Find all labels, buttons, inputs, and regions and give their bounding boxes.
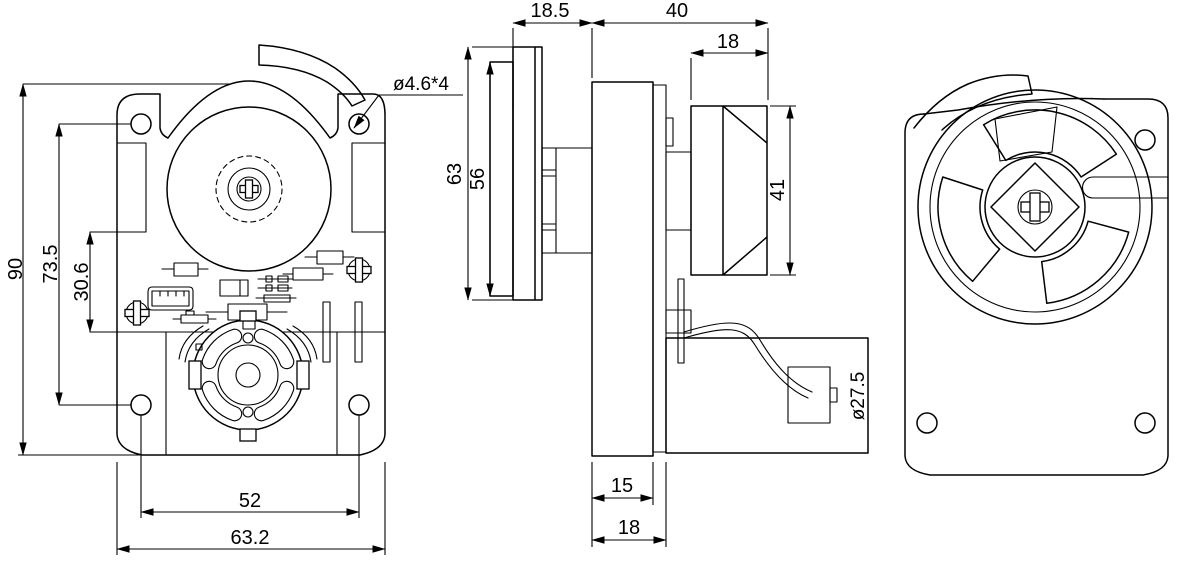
front-dimensions: 90 73.5 30.6 52 63.2 ø4.6*4 xyxy=(5,74,463,555)
side-dimensions: 18.5 40 18 63 56 41 15 18 xyxy=(444,0,796,547)
dim-label-gear-section: 40 xyxy=(666,0,688,22)
fan-wheel-side xyxy=(489,61,514,297)
motor-shaft-circle xyxy=(235,362,261,388)
rear-screw-slot-v xyxy=(1029,192,1041,222)
motor-vent-hole-top xyxy=(242,332,254,344)
motor-inner-circle xyxy=(217,344,279,406)
rear-outlet-slot xyxy=(1082,176,1169,199)
dim-label-fan-depth: 18.5 xyxy=(531,0,570,22)
dim-label-gearbox-overall: 18 xyxy=(618,517,640,539)
rear-view xyxy=(904,74,1169,476)
side-extension-lines xyxy=(472,28,796,547)
mount-hole-top-right xyxy=(348,113,370,135)
motor-body-side xyxy=(665,337,869,454)
rear-blade-window xyxy=(994,106,1058,162)
mount-hole-top-left xyxy=(130,113,152,135)
motor-wires-front xyxy=(178,325,318,363)
motor-brush-right xyxy=(296,360,310,390)
front-flange-seams xyxy=(89,142,386,455)
screw-left xyxy=(124,300,150,326)
fan-wheel-circle xyxy=(166,106,332,272)
dim-label-pcb-section: 30.6 xyxy=(71,263,93,302)
rear-hole-bottom-right xyxy=(1134,412,1156,434)
output-gear-side xyxy=(690,105,768,276)
side-view: ø27.5 18.5 40 18 63 56 41 15 18 xyxy=(444,0,869,547)
dim-label-gear-hub: 18 xyxy=(717,31,739,53)
jumper-components xyxy=(255,275,297,303)
screw-right xyxy=(346,257,372,283)
mount-hole-bottom-right xyxy=(348,394,370,416)
pcb-components xyxy=(124,250,372,363)
dim-label-gear-height: 41 xyxy=(767,179,789,201)
fan-hub-outer-circle xyxy=(215,155,283,223)
motor-brush-left xyxy=(188,360,202,390)
rear-hub-diamond xyxy=(990,162,1080,252)
dim-label-hole-callout: ø4.6*4 xyxy=(393,74,449,95)
fan-hub-block xyxy=(541,147,593,254)
motor-wires-side xyxy=(683,322,813,399)
motor-endcap-side xyxy=(787,366,831,424)
rear-screw-circle xyxy=(1017,189,1053,225)
terminal-pin-right xyxy=(354,301,363,363)
gearbox-cover-plate xyxy=(652,84,667,453)
gearbox-bosses xyxy=(665,117,692,364)
rear-scroll-tab xyxy=(913,74,1033,131)
front-view: 90 73.5 30.6 52 63.2 ø4.6*4 xyxy=(5,44,463,555)
resistor-top xyxy=(304,250,355,265)
motor-can-circle xyxy=(192,319,304,431)
fan-plate-side xyxy=(512,46,543,301)
motor-tab-bottom xyxy=(239,428,257,442)
dim-label-hole-pitch-v: 73.5 xyxy=(40,245,62,284)
gearbox-side xyxy=(591,81,654,457)
dim-label-housing-height: 63 xyxy=(444,163,466,185)
dim-label-overall-height: 90 xyxy=(5,258,27,280)
rear-hole-bottom-left xyxy=(916,412,938,434)
dim-label-overall-width: 63.2 xyxy=(231,527,270,549)
connector-block xyxy=(147,286,194,311)
rear-body-top-edge xyxy=(923,97,1105,115)
hole-callout-leader xyxy=(353,94,380,129)
fan-shaft-circle xyxy=(236,176,262,202)
dim-label-hole-pitch-h: 52 xyxy=(239,490,261,512)
dc-motor-front xyxy=(178,310,318,442)
rear-wheel-rim-inner xyxy=(929,101,1141,313)
mount-hole-bottom-left xyxy=(130,394,152,416)
motor-tab-top xyxy=(239,310,257,322)
fan-screw-slot-v xyxy=(244,179,254,199)
dc-motor-side: ø27.5 xyxy=(665,322,869,454)
front-body-outline xyxy=(116,80,386,456)
rear-wheel-cutouts xyxy=(937,109,1130,305)
terminal-pin-left xyxy=(322,301,331,363)
component-above-motor xyxy=(205,303,288,330)
motor-vent-hole-bottom xyxy=(242,406,254,418)
front-scroll-tab xyxy=(258,44,366,107)
rear-body-outline xyxy=(904,98,1169,476)
capacitor xyxy=(219,279,249,297)
dim-label-fan-height: 56 xyxy=(467,168,489,190)
resistor-mid xyxy=(282,267,334,281)
dim-label-motor-diameter: ø27.5 xyxy=(848,372,869,421)
resistor-left xyxy=(161,262,209,277)
dim-label-gearbox-depth: 15 xyxy=(611,475,633,497)
fan-hub-circle xyxy=(227,167,271,211)
rear-wheel-outer xyxy=(917,89,1153,325)
motor-vent-slots xyxy=(201,328,295,422)
rear-wheel-hub xyxy=(984,156,1086,258)
rear-hole-top-right xyxy=(1134,129,1156,151)
flat-component xyxy=(172,310,217,324)
motor-terminal-nub xyxy=(829,387,838,403)
front-extension-lines xyxy=(18,83,386,555)
